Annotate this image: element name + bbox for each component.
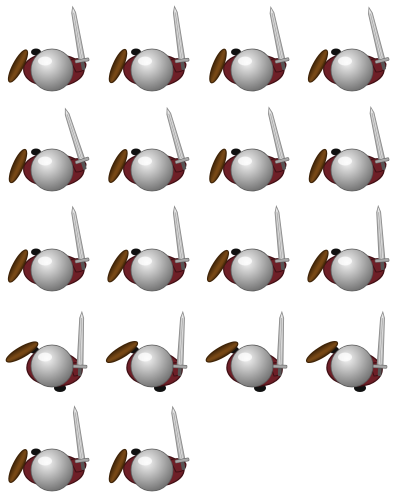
sprite-frame-13 [0, 300, 100, 400]
sprite-frame-17 [0, 400, 100, 500]
round-steel-helmet-icon [130, 448, 174, 492]
sprite-frame-15 [200, 300, 300, 400]
sprite-frame-14 [100, 300, 200, 400]
wooden-shield-icon [7, 249, 29, 283]
round-steel-helmet-icon [330, 148, 374, 192]
sprite-frame-4 [300, 0, 400, 100]
round-steel-helmet-icon [230, 48, 274, 92]
sprite-frame-3 [200, 0, 300, 100]
sword-icon [274, 205, 290, 271]
wooden-shield-icon [209, 48, 227, 84]
sword-icon [166, 106, 190, 170]
wooden-shield-icon [5, 341, 39, 363]
sword-icon [268, 106, 290, 170]
sword-icon [172, 310, 188, 377]
sprite-frame-7 [200, 100, 300, 200]
wooden-shield-icon [108, 149, 128, 183]
round-steel-helmet-icon [30, 148, 74, 192]
round-steel-helmet-icon [130, 48, 174, 92]
sword-icon [372, 310, 388, 377]
round-steel-helmet-icon [230, 248, 274, 292]
round-steel-helmet-icon [30, 344, 74, 388]
round-steel-helmet-icon [30, 48, 74, 92]
round-steel-helmet-icon [30, 448, 74, 492]
sword-icon [269, 5, 290, 70]
wooden-shield-icon [307, 249, 329, 283]
sprite-frame-1 [0, 0, 100, 100]
wooden-shield-icon [8, 449, 28, 483]
sword-icon [272, 310, 288, 377]
sword-icon [71, 205, 90, 271]
sword-icon [374, 204, 390, 271]
wooden-shield-icon [107, 249, 129, 283]
wooden-shield-icon [108, 448, 128, 484]
sprite-frame-11 [200, 200, 300, 300]
wooden-shield-icon [206, 249, 230, 283]
sprite-frame-9 [0, 200, 100, 300]
sword-icon [72, 310, 88, 377]
round-steel-helmet-icon [330, 344, 374, 388]
wooden-shield-icon [308, 148, 328, 184]
sprite-frame-10 [100, 200, 200, 300]
sprite-frame-6 [100, 100, 200, 200]
round-steel-helmet-icon [30, 248, 74, 292]
sprite-frame-16 [300, 300, 400, 400]
sprite-frame-12 [300, 200, 400, 300]
wooden-shield-icon [209, 148, 227, 184]
round-steel-helmet-icon [130, 344, 174, 388]
wooden-shield-icon [7, 49, 29, 83]
sword-icon [368, 6, 390, 70]
wooden-shield-icon [105, 340, 139, 364]
wooden-shield-icon [205, 341, 239, 363]
sword-icon [64, 107, 90, 170]
sword-icon [172, 205, 190, 271]
sprite-frame-8 [300, 100, 400, 200]
sprite-frame-2 [100, 0, 200, 100]
round-steel-helmet-icon [130, 248, 174, 292]
wooden-shield-icon [305, 340, 339, 364]
round-steel-helmet-icon [330, 48, 374, 92]
sword-icon [172, 5, 190, 71]
sprite-frame-5 [0, 100, 100, 200]
round-steel-helmet-icon [230, 344, 274, 388]
wooden-shield-icon [307, 49, 329, 83]
sword-icon [369, 105, 390, 170]
round-steel-helmet-icon [330, 248, 374, 292]
round-steel-helmet-icon [230, 148, 274, 192]
sword-icon [72, 405, 90, 471]
round-steel-helmet-icon [130, 148, 174, 192]
sword-icon [71, 5, 90, 71]
sprite-frame-18 [100, 400, 200, 500]
wooden-shield-icon [8, 148, 28, 184]
sword-icon [171, 405, 190, 471]
wooden-shield-icon [108, 48, 128, 84]
